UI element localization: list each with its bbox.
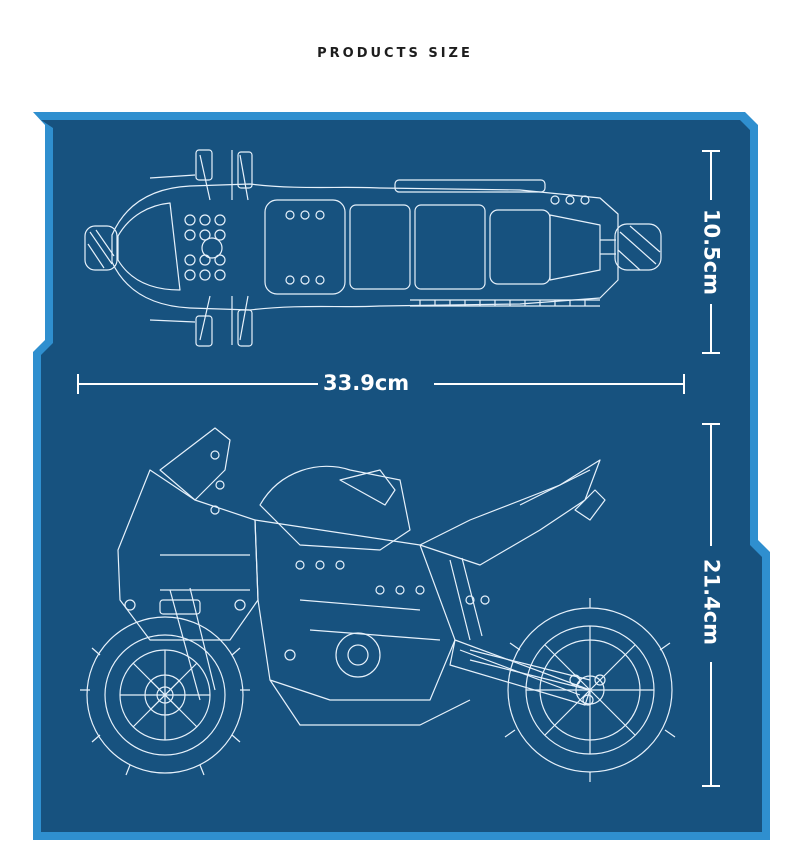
page-title: PRODUCTS SIZE xyxy=(317,46,473,61)
motorcycle-side-view xyxy=(80,427,676,782)
height-dimension-label: 21.4cm xyxy=(699,558,724,646)
dimension-lines xyxy=(77,150,720,787)
width-dimension-label: 10.5cm xyxy=(699,208,724,296)
blueprint-panel xyxy=(41,120,762,832)
length-dimension-label: 33.9cm xyxy=(323,371,410,395)
motorcycle-top-view xyxy=(84,149,662,347)
